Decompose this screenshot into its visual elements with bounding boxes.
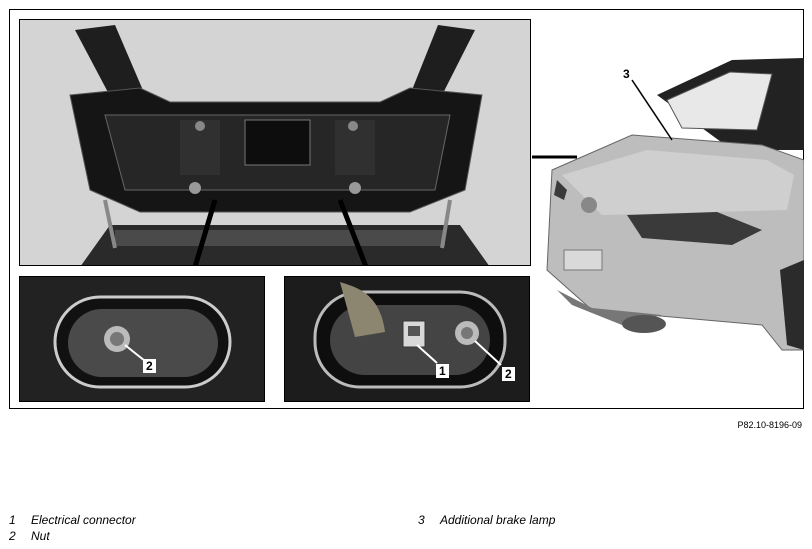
callout-1: 1 (436, 364, 449, 378)
callout-3: 3 (623, 67, 630, 81)
connector-nut-detail-photo: 1 2 (284, 276, 530, 402)
trunk-lid-underside-photo (19, 19, 531, 266)
legend-right-column: 3 Additional brake lamp (418, 512, 555, 528)
legend-item: 3 Additional brake lamp (418, 512, 555, 528)
car-rear-view: 3 (532, 40, 805, 360)
car-rear-illustration (532, 58, 805, 351)
nut-detail-photo-left: 2 (19, 276, 265, 402)
legend-item: 1 Electrical connector (9, 512, 136, 528)
trunk-lid-illustration (20, 20, 530, 265)
legend-item-number: 2 (9, 529, 16, 543)
legend-item-text: Electrical connector (31, 513, 136, 527)
legend-item-text: Nut (31, 529, 50, 543)
callout-2-right: 2 (502, 367, 515, 381)
connector-detail-illustration (285, 277, 529, 401)
legend-left-column: 1 Electrical connector 2 Nut (9, 512, 136, 544)
legend-item-number: 3 (418, 513, 425, 527)
figure-reference-code: P82.10-8196-09 (737, 420, 802, 430)
legend-item-number: 1 (9, 513, 16, 527)
legend-item-text: Additional brake lamp (440, 513, 556, 527)
nut-detail-illustration (20, 277, 264, 401)
legend-item: 2 Nut (9, 528, 136, 544)
callout-2-left: 2 (143, 359, 156, 373)
